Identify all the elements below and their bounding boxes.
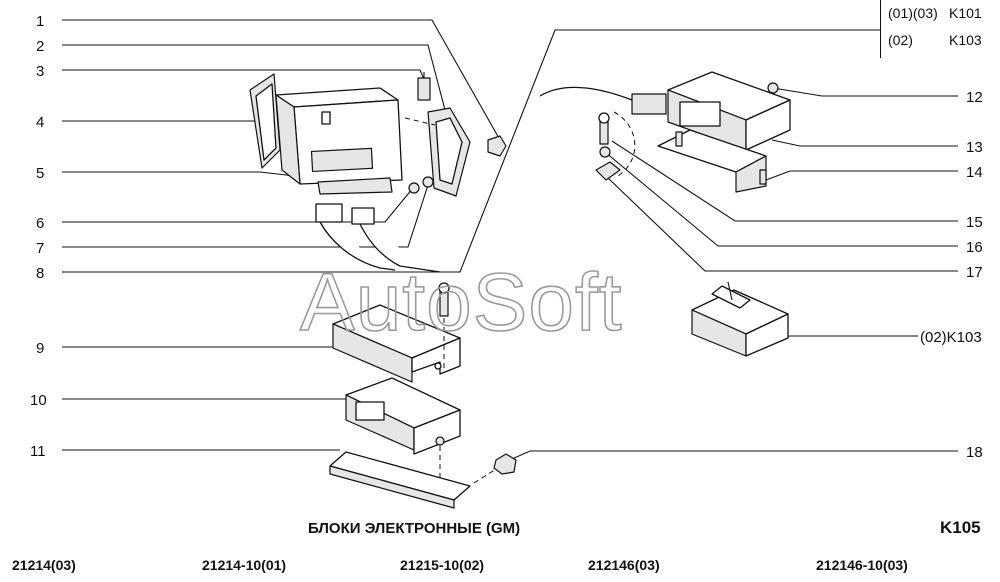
callout-4: 4 — [36, 114, 44, 131]
callout-15: 15 — [966, 214, 983, 231]
left-callouts: 1 2 3 4 5 6 7 8 9 10 11 — [30, 13, 47, 460]
ecu-main-unit — [249, 72, 507, 273]
callout-k103: (02)K103 — [920, 329, 982, 346]
callout-3: 3 — [36, 63, 44, 80]
variant-legend-box: (01)(03) K101 (02) K103 — [880, 0, 1000, 58]
callout-7: 7 — [36, 240, 44, 257]
callout-13: 13 — [966, 139, 983, 156]
callout-17: 17 — [966, 264, 983, 281]
callout-9: 9 — [36, 340, 44, 357]
legend-row2-code: K103 — [949, 32, 982, 48]
right-callouts: 12 13 14 15 16 17 (02)K103 18 — [920, 89, 983, 461]
legend-row1-variants: (01)(03) — [888, 5, 938, 21]
callout-1: 1 — [36, 13, 44, 30]
callout-14: 14 — [966, 164, 983, 181]
callout-5: 5 — [36, 165, 44, 182]
right-upper-assembly — [539, 71, 791, 193]
callout-11: 11 — [30, 443, 46, 460]
callout-10: 10 — [30, 392, 47, 409]
variant-3: 21215-10(02) — [400, 557, 485, 573]
left-leader-lines — [62, 19, 880, 451]
callout-12: 12 — [966, 89, 983, 106]
legend-row2-variants: (02) — [888, 32, 913, 48]
k103-relay — [691, 281, 789, 357]
legend-row1-code: K101 — [949, 5, 982, 21]
diagram-code: K105 — [940, 518, 981, 537]
callout-18: 18 — [966, 444, 983, 461]
variant-5: 212146-10(03) — [816, 557, 908, 573]
variant-2: 21214-10(01) — [202, 557, 287, 573]
lower-left-assembly — [329, 282, 517, 509]
variant-4: 212146(03) — [588, 557, 660, 573]
callout-6: 6 — [36, 215, 44, 232]
diagram-title: БЛОКИ ЭЛЕКТРОННЫЕ (GM) — [308, 520, 521, 537]
callout-8: 8 — [36, 265, 44, 282]
variant-1: 21214(03) — [12, 557, 76, 573]
callout-16: 16 — [966, 239, 983, 256]
watermark: AutoSoft — [300, 257, 623, 348]
callout-2: 2 — [36, 38, 44, 55]
